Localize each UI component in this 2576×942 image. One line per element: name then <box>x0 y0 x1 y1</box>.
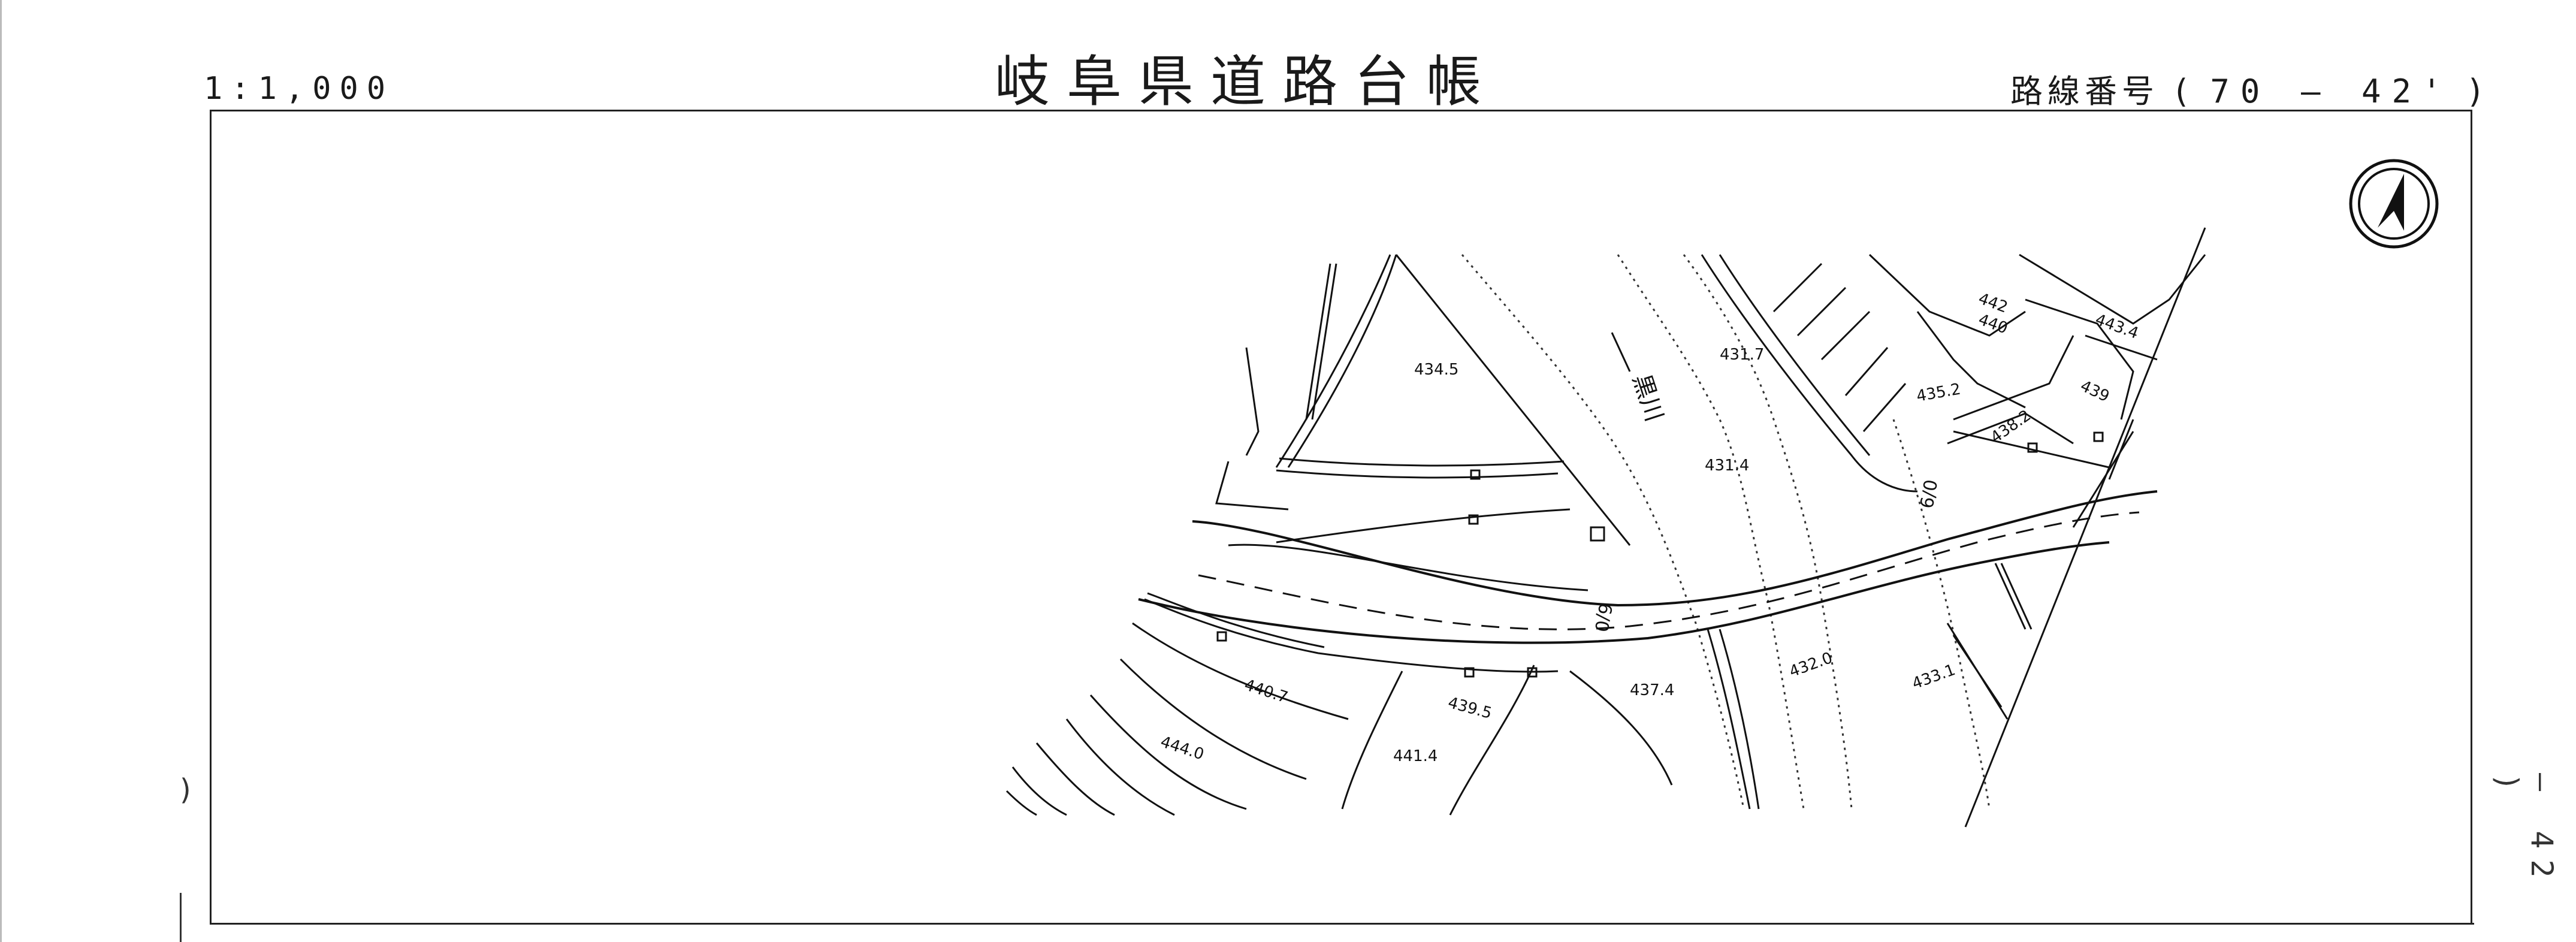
page-left-edge <box>0 0 2 942</box>
elevation-label: 437.4 <box>1630 681 1674 699</box>
elevation-label: 435.2 <box>1915 380 1962 405</box>
elevation-label: 432.0 <box>1787 649 1835 681</box>
route-label: 路線番号 <box>2010 73 2159 110</box>
elevation-label: 440 <box>1976 310 2010 337</box>
frame-bottom-line <box>210 923 2474 925</box>
scale-label: 1:1,000 <box>204 71 394 107</box>
elevation-label: 431.4 <box>1705 457 1749 475</box>
route-number: 路線番号 ( 70 — 42' ) <box>2010 65 2487 112</box>
structures <box>1216 431 2104 678</box>
river-name-label: 黒川 <box>1627 371 1668 425</box>
route-number-value: 70 — 42' <box>2210 73 2453 110</box>
right-margin-mark: — 42 ) <box>2490 773 2559 889</box>
upper-right-parcels <box>1701 227 2206 828</box>
route-open-paren: ( <box>2175 73 2194 110</box>
parcel-lines <box>1005 254 1760 816</box>
elevation-label: 439 <box>2077 377 2112 406</box>
road-label-2: 6/0 <box>1916 478 1942 511</box>
left-margin-bar <box>180 893 182 942</box>
left-margin-mark: ) <box>180 773 191 807</box>
elevation-label: 433.1 <box>1910 661 1958 693</box>
north-arrow-icon <box>2349 159 2439 249</box>
elevation-label: 440.7 <box>1242 676 1290 707</box>
river <box>1461 254 1991 810</box>
road-label-1: 6/0 <box>1590 602 1616 634</box>
elevation-label: 439.5 <box>1446 694 1494 723</box>
elevation-label: 434.5 <box>1414 361 1458 379</box>
route-close-paren: ) <box>2468 73 2487 110</box>
elevation-label: 443.4 <box>2093 310 2141 343</box>
elevation-label: 444.0 <box>1158 733 1206 764</box>
elevation-label: 438.2 <box>1988 406 2034 446</box>
page-title: 岐阜県道路台帳 <box>995 50 1499 114</box>
elevation-label: 431.7 <box>1720 346 1764 364</box>
elevation-label: 441.4 <box>1393 747 1438 765</box>
main-road <box>1138 490 2158 644</box>
